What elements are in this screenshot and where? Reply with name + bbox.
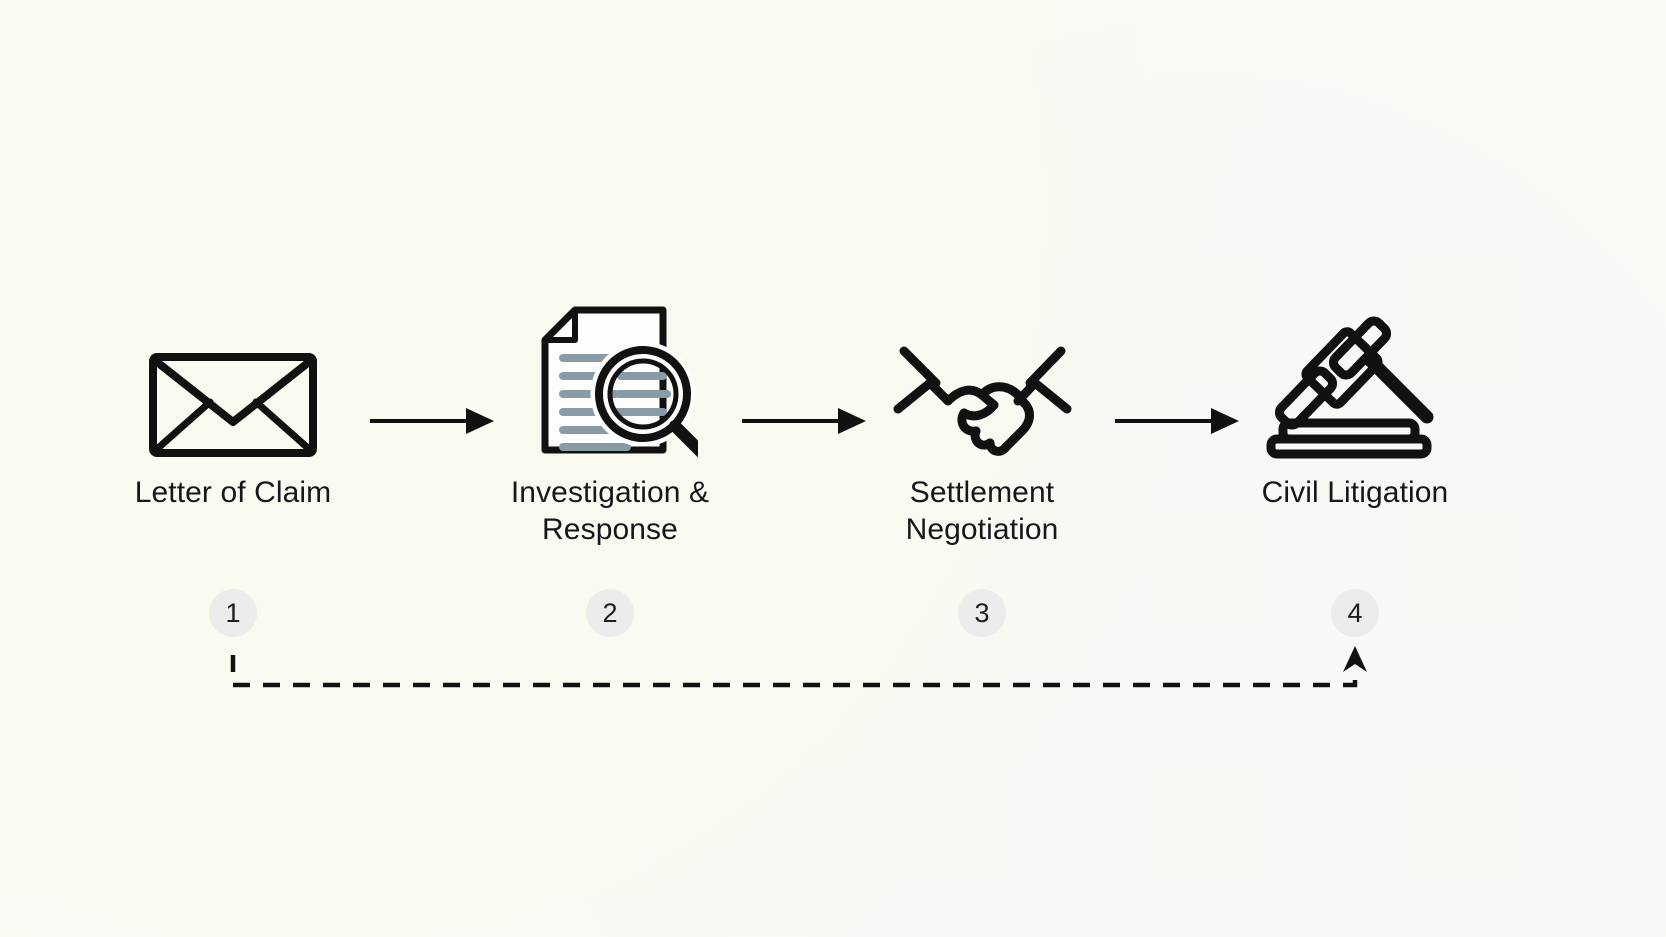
step-label: Civil Litigation <box>1261 476 1449 509</box>
gavel-icon-wrap <box>1205 300 1505 460</box>
arrow-3-to-4 <box>1115 408 1239 434</box>
handshake-icon-wrap <box>832 300 1132 460</box>
document-magnifier-icon-wrap <box>460 300 760 460</box>
step-label: Settlement Negotiation <box>905 476 1059 546</box>
step-settlement-negotiation: Settlement Negotiation <box>832 300 1132 548</box>
step-letter-of-claim: Letter of Claim <box>83 300 383 511</box>
step-badge-3: 3 <box>958 589 1006 637</box>
gavel-icon <box>1266 316 1434 459</box>
step-label: Letter of Claim <box>134 476 332 509</box>
step-number: 2 <box>602 597 618 628</box>
envelope-icon-wrap <box>83 300 383 460</box>
step-badge-1: 1 <box>209 589 257 637</box>
arrow-1-to-2 <box>370 408 494 434</box>
handshake-icon <box>893 346 1071 456</box>
document-magnifier-icon <box>541 306 698 458</box>
step-label: Investigation & Response <box>510 476 710 546</box>
step-investigation-response: Investigation & Response <box>460 300 760 548</box>
arrow-2-to-3 <box>742 408 866 434</box>
step-number: 3 <box>974 597 990 628</box>
step-number: 4 <box>1347 597 1363 628</box>
step-badge-4: 4 <box>1331 589 1379 637</box>
step-badge-2: 2 <box>586 589 634 637</box>
envelope-icon <box>149 353 317 457</box>
step-number: 1 <box>225 597 241 628</box>
step-civil-litigation: Civil Litigation <box>1205 300 1505 511</box>
